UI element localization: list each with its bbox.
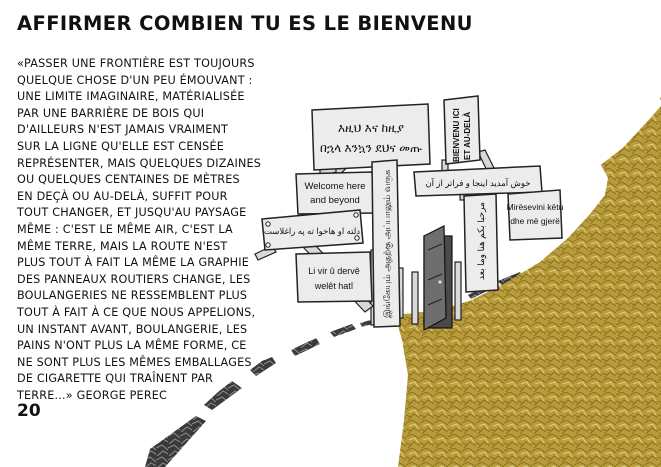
- sign-amharic-text-2: በኋላ እንኳን ደህና መጡ: [320, 141, 422, 155]
- quote-line: terre...» George Perec: [17, 388, 168, 402]
- quote-line: par une barrière de bois qui: [17, 106, 205, 120]
- sign-tamil-text: இங்கேயும் அதற்கு அப்பாலும் வருக: [382, 169, 394, 318]
- page-number: 20: [17, 401, 41, 421]
- sign-persian: خوش آمدید اینجا و فراتر از آن: [413, 165, 543, 197]
- sign-arabic-left-text: دلته او هاخوا ته په راغلاست: [264, 226, 360, 237]
- quote-line: d'ailleurs n'est jamais vraiment: [17, 123, 229, 137]
- quote-line: même terre, mais la route n'est: [17, 239, 228, 253]
- grey-road: [145, 319, 376, 467]
- quote-line: même : c'est le même air, c'est la: [17, 222, 233, 236]
- sign-amharic: እዚህ እና ከዚያ በኋላ እንኳን ደህና መጡ: [311, 103, 431, 171]
- quote-line: de cigarette qui traînent par: [17, 372, 214, 386]
- sign-bienvenu: BIENVENU ICI ET AU-DELÀ: [443, 95, 481, 165]
- sign-tamil: இங்கேயும் அதற்கு அப்பாலும் வருக: [371, 159, 401, 328]
- quote-line: des panneaux routiers change, les: [17, 272, 251, 286]
- sign-english: Welcome here and beyond: [295, 171, 375, 215]
- sign-albanian: Mirësevini këtu dhe më gjerë: [507, 189, 564, 241]
- sign-english-text-1: Welcome here: [304, 181, 365, 192]
- quote-line: représenter, mais quelques dizaines: [17, 156, 262, 170]
- quote-line: un instant avant, boulangerie, les: [17, 322, 248, 336]
- quote-line: plus tout à fait la même la graphie: [17, 256, 250, 270]
- sign-albanian-text-2: dhe më gjerë: [510, 216, 560, 226]
- sign-amharic-text-1: እዚህ እና ከዚያ: [338, 121, 404, 135]
- quote-line: une limite imaginaire, matérialisée: [17, 90, 245, 104]
- quote-line: tout à fait à ce que nous appelions,: [17, 305, 256, 319]
- quote-line: ou quelques centaines de mètres: [17, 173, 240, 187]
- sign-albanian-text-1: Mirësevini këtu: [507, 202, 564, 212]
- open-door: [423, 225, 453, 332]
- quote-line: «Passer une frontière est toujours: [17, 57, 255, 70]
- sign-arabic-right: مرحبا بكم هنا وما بعد: [463, 193, 499, 293]
- quote-line: pains n'ont plus la même forme, ce: [17, 339, 247, 353]
- sign-kurdish: Li vir û dervê welêt hatî: [295, 251, 373, 303]
- sign-arabic-left: دلته او هاخوا ته په راغلاست: [261, 209, 364, 251]
- sign-persian-text: خوش آمدید اینجا و فراتر از آن: [425, 177, 530, 189]
- quote-line: quelque chose d'un peu émouvant :: [17, 73, 253, 87]
- sign-kurdish-text-2: welêt hatî: [314, 281, 354, 291]
- sign-kurdish-text-1: Li vir û dervê: [308, 266, 360, 276]
- page-title: AFFIRMER COMBIEN TU ES LE BIENVENU: [17, 12, 473, 35]
- quote-line: en deçà ou au-delà, suffit pour: [17, 189, 228, 203]
- sign-bienvenu-text-2: ET AU-DELÀ: [463, 112, 472, 160]
- sign-arabic-right-text: مرحبا بكم هنا وما بعد: [476, 202, 487, 280]
- sign-bienvenu-text-1: BIENVENU ICI: [452, 108, 461, 162]
- sign-english-text-2: and beyond: [310, 195, 360, 206]
- perec-quote: «Passer une frontière est toujours quelq…: [17, 56, 262, 404]
- quote-line: sur la ligne qu'elle est censée: [17, 139, 224, 153]
- quote-line: boulangeries ne ressemblent plus: [17, 289, 248, 303]
- quote-line: tout changer, et jusqu'au paysage: [17, 206, 247, 220]
- quote-line: ne sont plus les mêmes emballages: [17, 355, 252, 369]
